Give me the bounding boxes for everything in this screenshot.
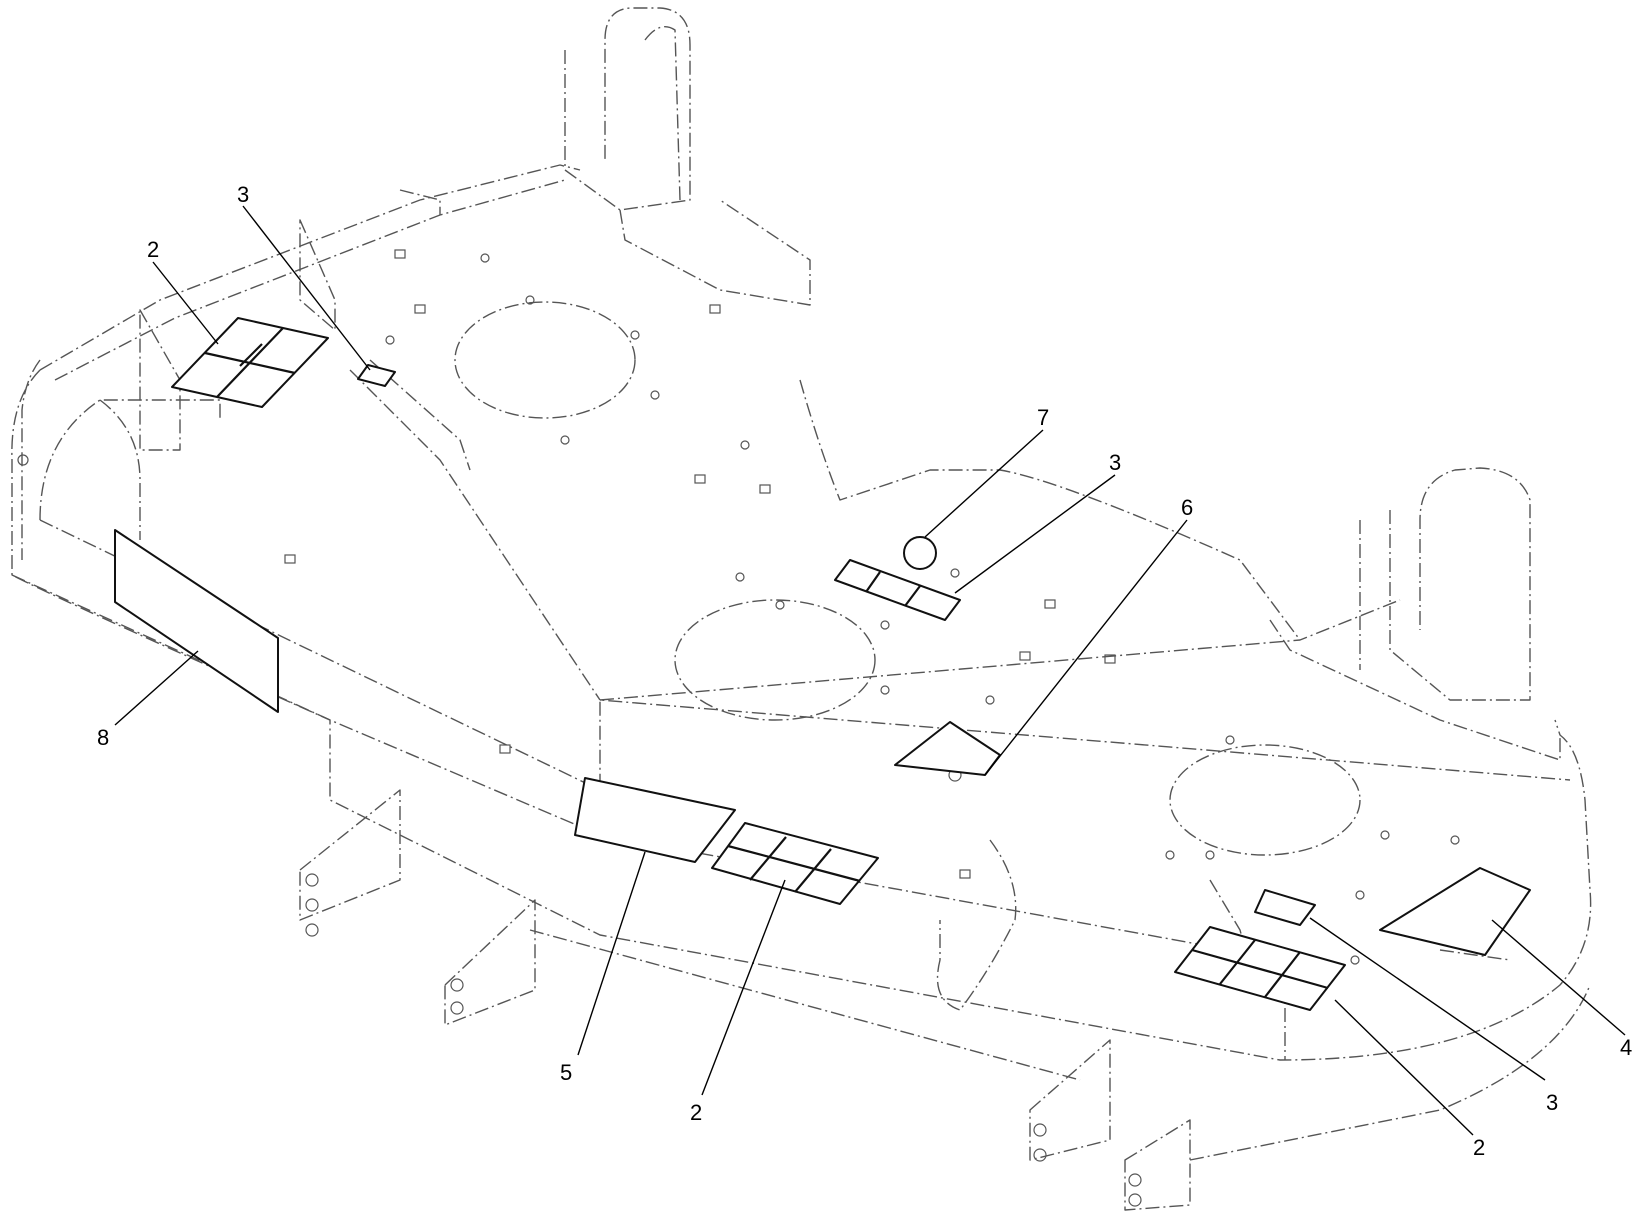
callout-5: 5: [560, 1060, 572, 1085]
callout-4: 4: [1620, 1035, 1632, 1060]
callout-labels: 2 3 8 7 3 6 5 2 2 3 4: [97, 182, 1632, 1160]
callout-6: 6: [1181, 495, 1193, 520]
decal-grid-center: [834, 559, 961, 621]
callout-3-bottom-right: 3: [1546, 1090, 1558, 1115]
callout-8: 8: [97, 725, 109, 750]
blade-opening-center: [674, 599, 876, 721]
decal-grid-bottom-right: [1174, 926, 1346, 1011]
callout-3-top-left: 3: [237, 182, 249, 207]
callout-7: 7: [1037, 405, 1049, 430]
decal-grid-bottom-center: [711, 822, 879, 905]
decal-4-plate: [1379, 867, 1531, 956]
mower-deck-outline: [11, 7, 1592, 1211]
decal-5-plate: [574, 777, 736, 863]
decal-small-bottom-right: [1254, 889, 1316, 926]
callout-2-bottom-center: 2: [690, 1100, 702, 1125]
decal-small-top-left: [357, 364, 396, 387]
decal-grid-top-left: [171, 317, 329, 408]
callout-2-top-left: 2: [147, 237, 159, 262]
callout-3-center: 3: [1109, 450, 1121, 475]
callout-2-bottom-right: 2: [1473, 1135, 1485, 1160]
decal-6-triangle: [894, 721, 1001, 776]
decal-8-side: [114, 529, 279, 713]
leader-lines: [114, 205, 1626, 1136]
decal-7-ring: [903, 536, 937, 570]
blade-opening-left: [454, 301, 636, 419]
blade-opening-right: [1169, 744, 1361, 856]
mounting-holes: [17, 249, 1460, 1207]
